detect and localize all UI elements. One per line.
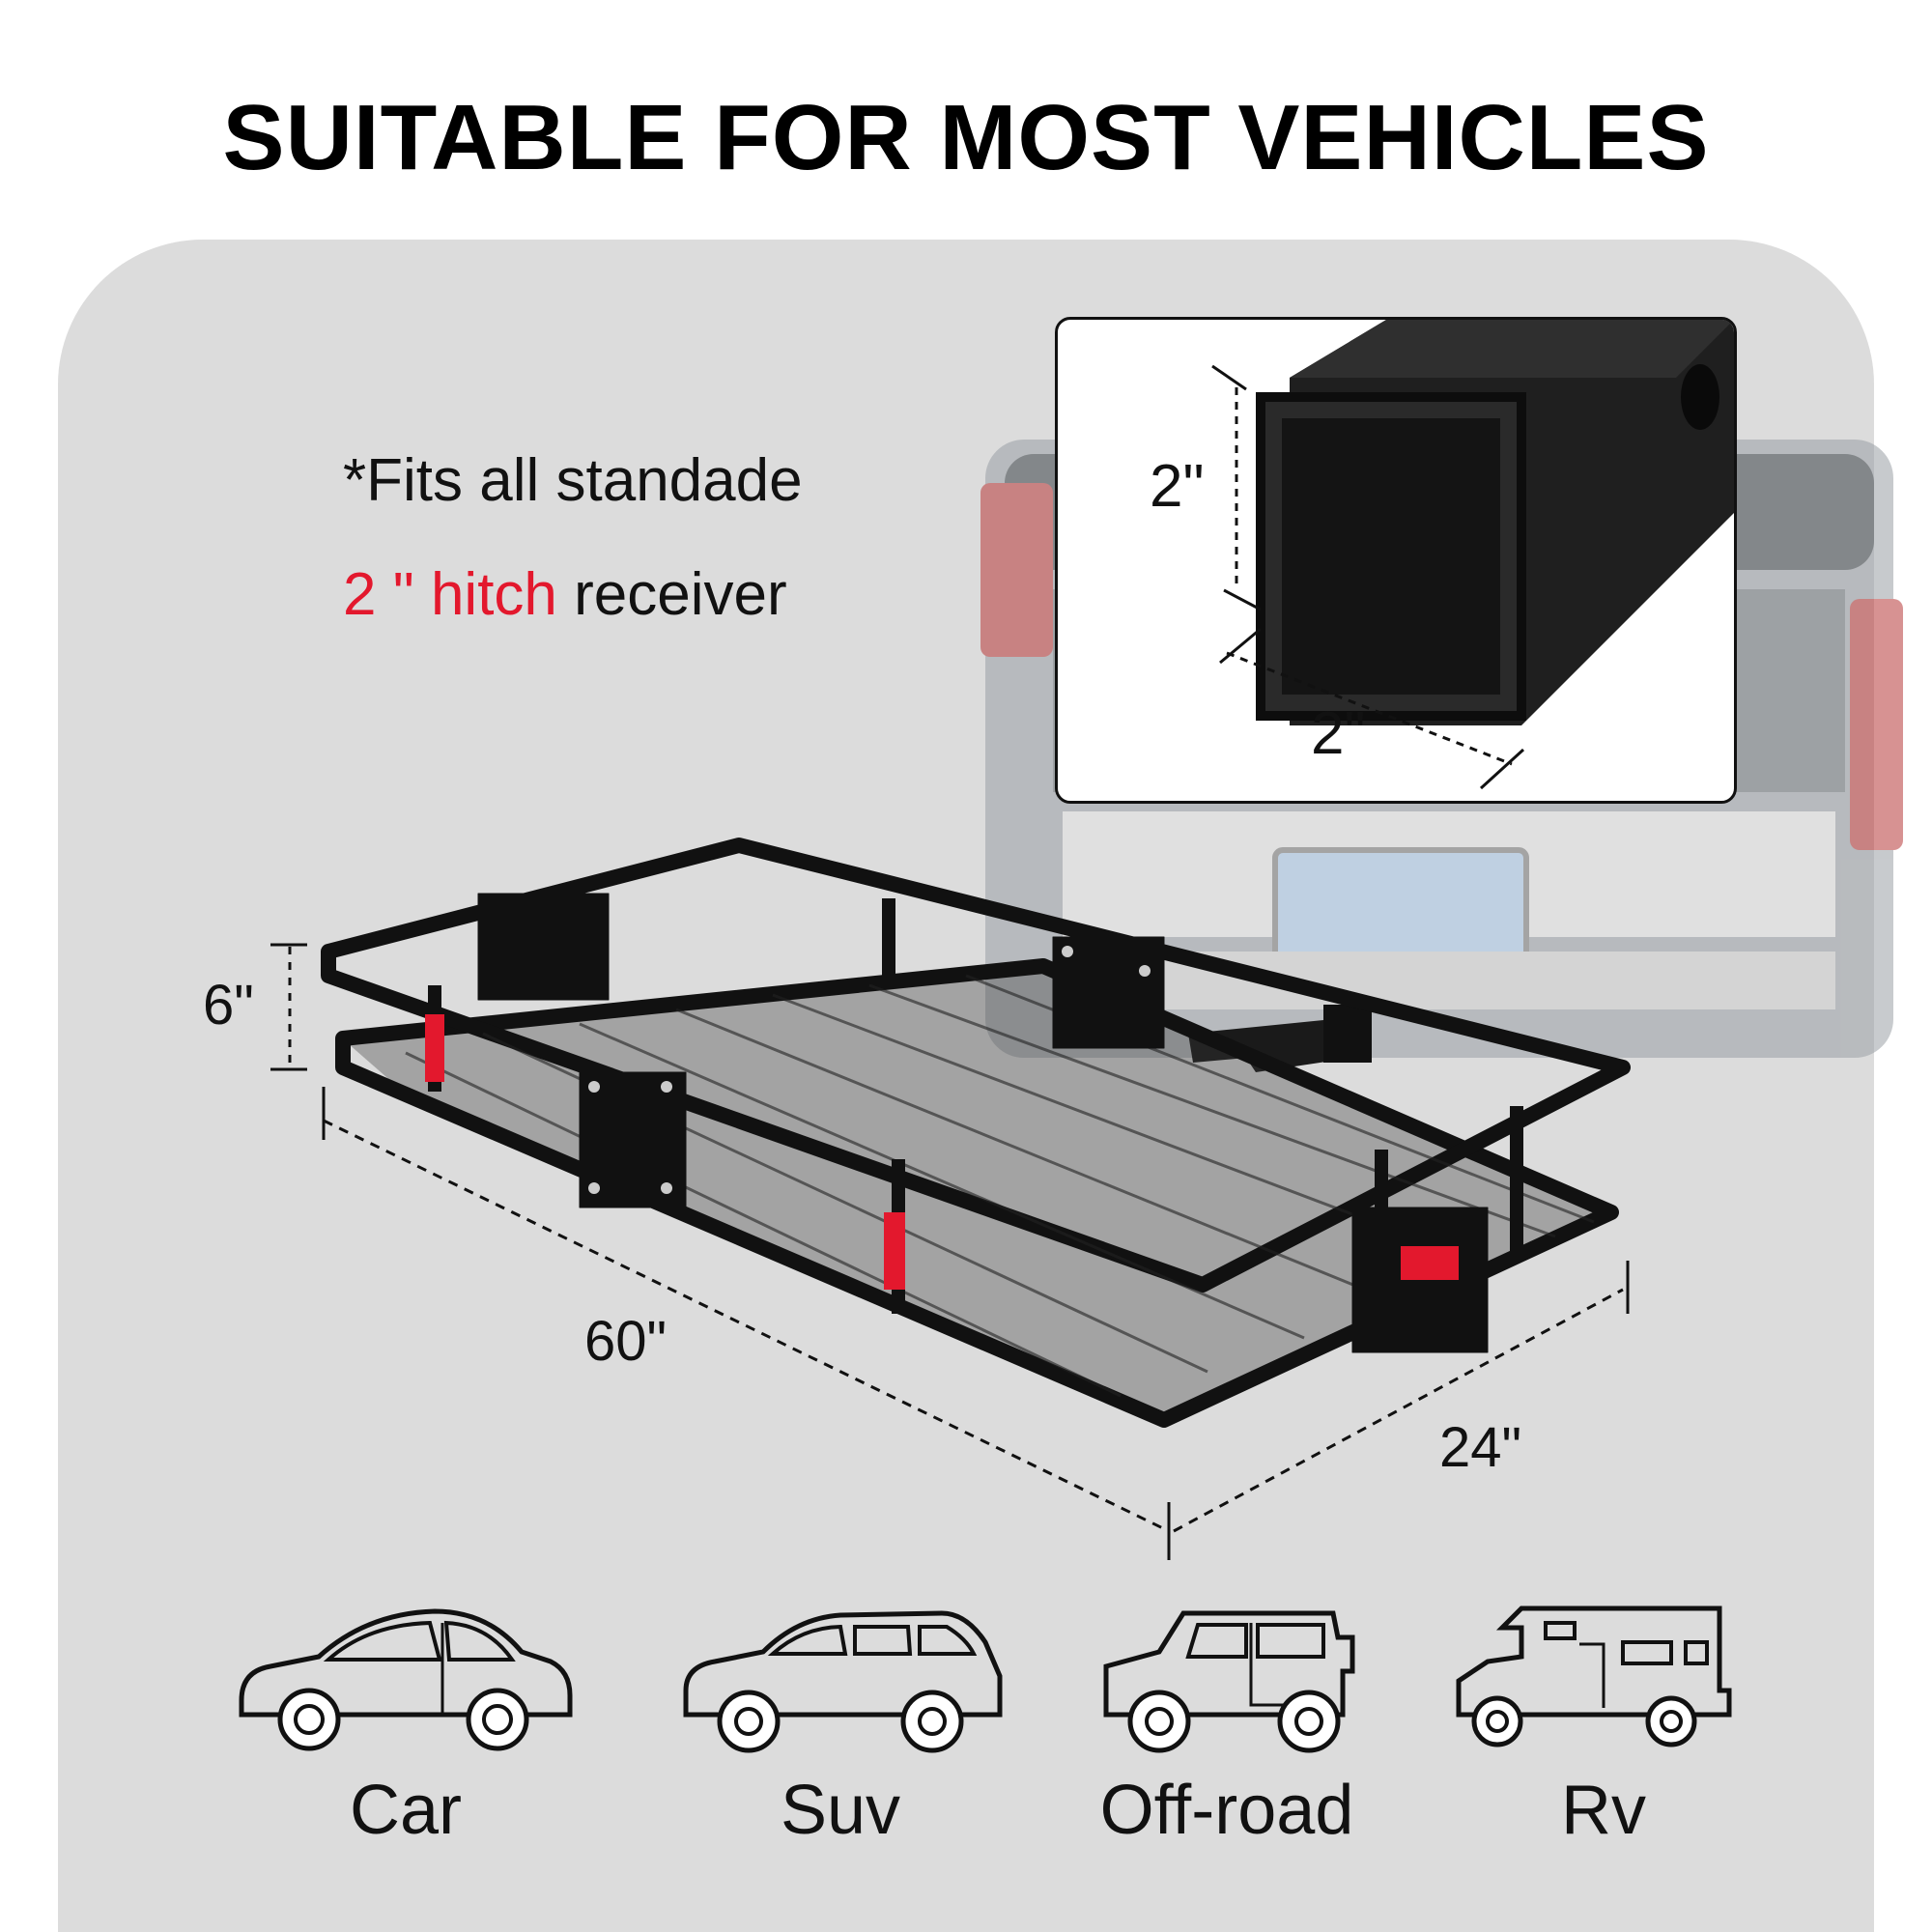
receiver-height-label: 2" (1150, 453, 1205, 520)
hitch-size-highlight: 2 " hitch (343, 561, 557, 628)
vehicle-suv: Suv (667, 1584, 1014, 1855)
cargo-carrier (321, 838, 1631, 1428)
off-road-jeep-icon (1103, 1610, 1355, 1753)
receiver-tube-inset: 2" 2" (1055, 317, 1737, 804)
vehicle-label-rv: Rv (1561, 1772, 1646, 1849)
vehicle-label-suv: Suv (780, 1772, 901, 1849)
suv-icon (683, 1610, 1003, 1753)
dimension-lines (270, 943, 1630, 1560)
fit-note-line2: 2 " hitch receiver (343, 565, 787, 625)
fit-note-line1: *Fits all standade (343, 447, 803, 514)
vehicle-car: Car (232, 1584, 580, 1855)
vehicle-rv: Rv (1430, 1584, 1777, 1855)
vehicle-label-off-road: Off-road (1099, 1772, 1354, 1849)
receiver-tube-illustration (1211, 320, 1734, 790)
page-title: SUITABLE FOR MOST VEHICLES (222, 86, 1710, 189)
rv-camper-icon (1456, 1605, 1732, 1747)
height-dimension-label: 6" (203, 974, 254, 1037)
vehicle-label-car: Car (349, 1772, 462, 1849)
width-dimension-label: 24" (1439, 1416, 1522, 1479)
hitch-shank (1188, 1005, 1372, 1072)
vehicle-off-road: Off-road (1053, 1584, 1401, 1855)
sedan-car-icon (239, 1608, 573, 1751)
hitch-receiver-text: receiver (556, 561, 787, 628)
length-dimension-label: 60" (584, 1310, 668, 1373)
receiver-width-label: 2" (1311, 700, 1366, 767)
